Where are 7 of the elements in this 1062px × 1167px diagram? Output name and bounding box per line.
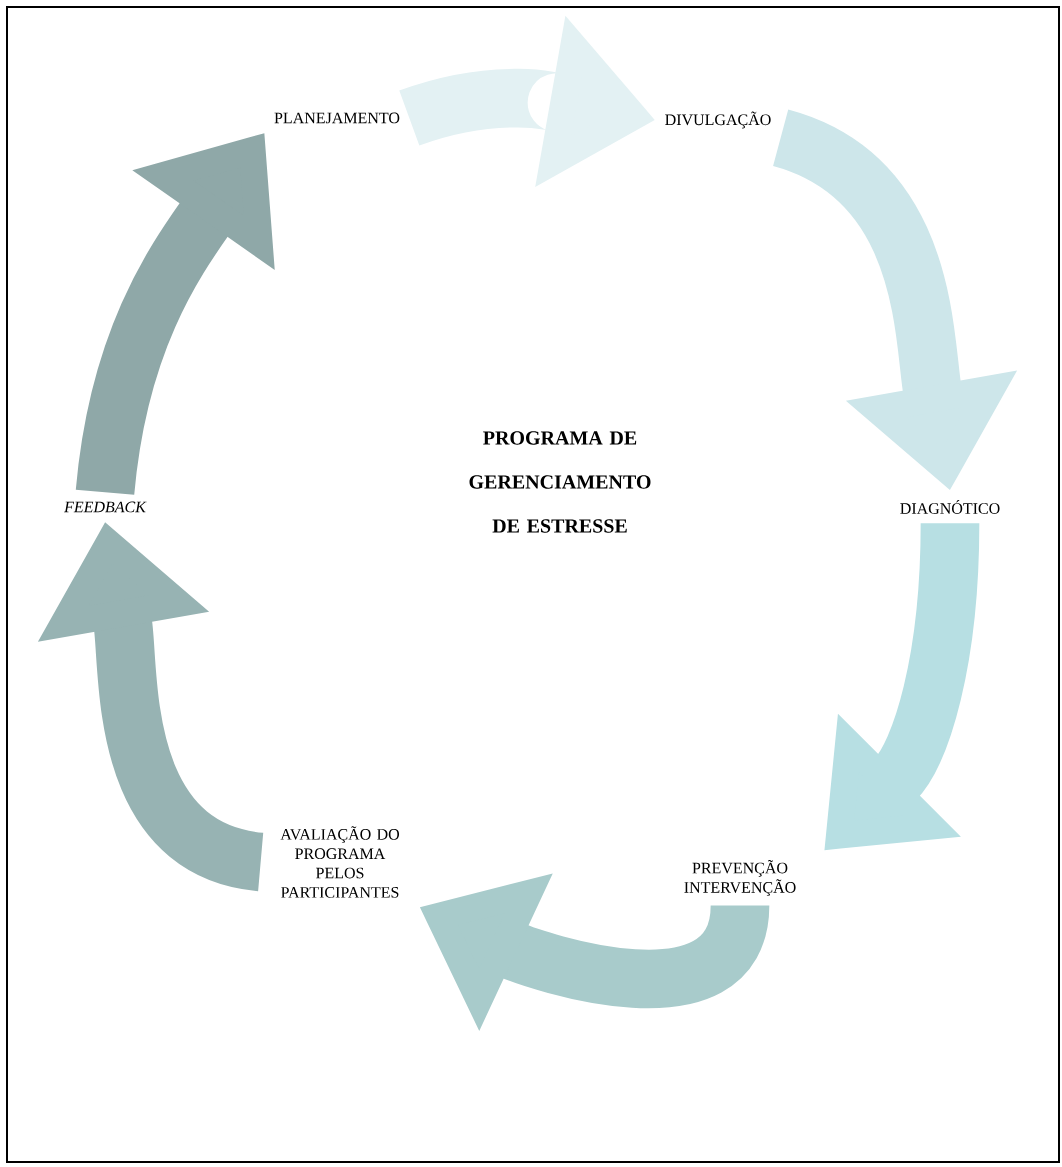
stage-label: PREVENÇÃO INTERVENÇÃO	[684, 859, 796, 897]
stage-label: DIVULGAÇÃO	[665, 111, 771, 129]
stage-label: DIAGNÓTICO	[900, 500, 1000, 514]
stage-label: FEEDBACK	[64, 501, 147, 513]
stage-label: AVALIAÇÃO DO PROGRAMA PELOS PARTICIPANTES	[280, 826, 400, 898]
stage-label: PLANEJAMENTO	[274, 112, 400, 124]
title: PROGRAMA DE GERENCIAMENTO DE ESTRESSE	[469, 431, 651, 533]
